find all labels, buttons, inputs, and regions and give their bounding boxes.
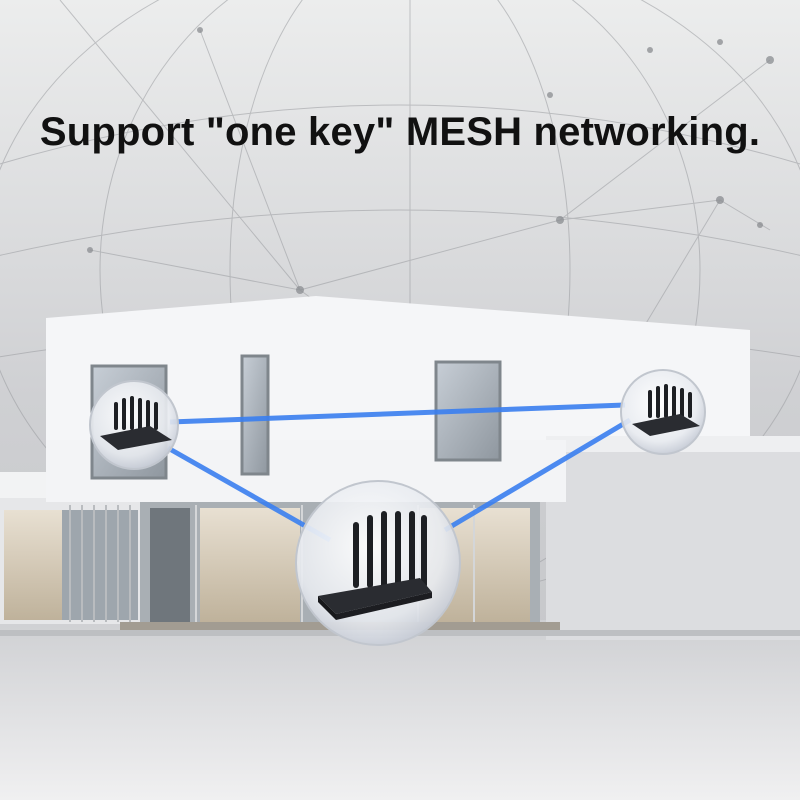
router-icon xyxy=(318,511,432,620)
router-icon xyxy=(632,384,700,436)
router-left xyxy=(89,380,179,470)
mesh-links xyxy=(166,402,632,543)
router-icon xyxy=(100,396,172,450)
headline-text: Support "one key" MESH networking. xyxy=(39,110,761,154)
router-center xyxy=(295,480,461,646)
router-right xyxy=(620,369,706,455)
ground-floor xyxy=(0,620,800,800)
